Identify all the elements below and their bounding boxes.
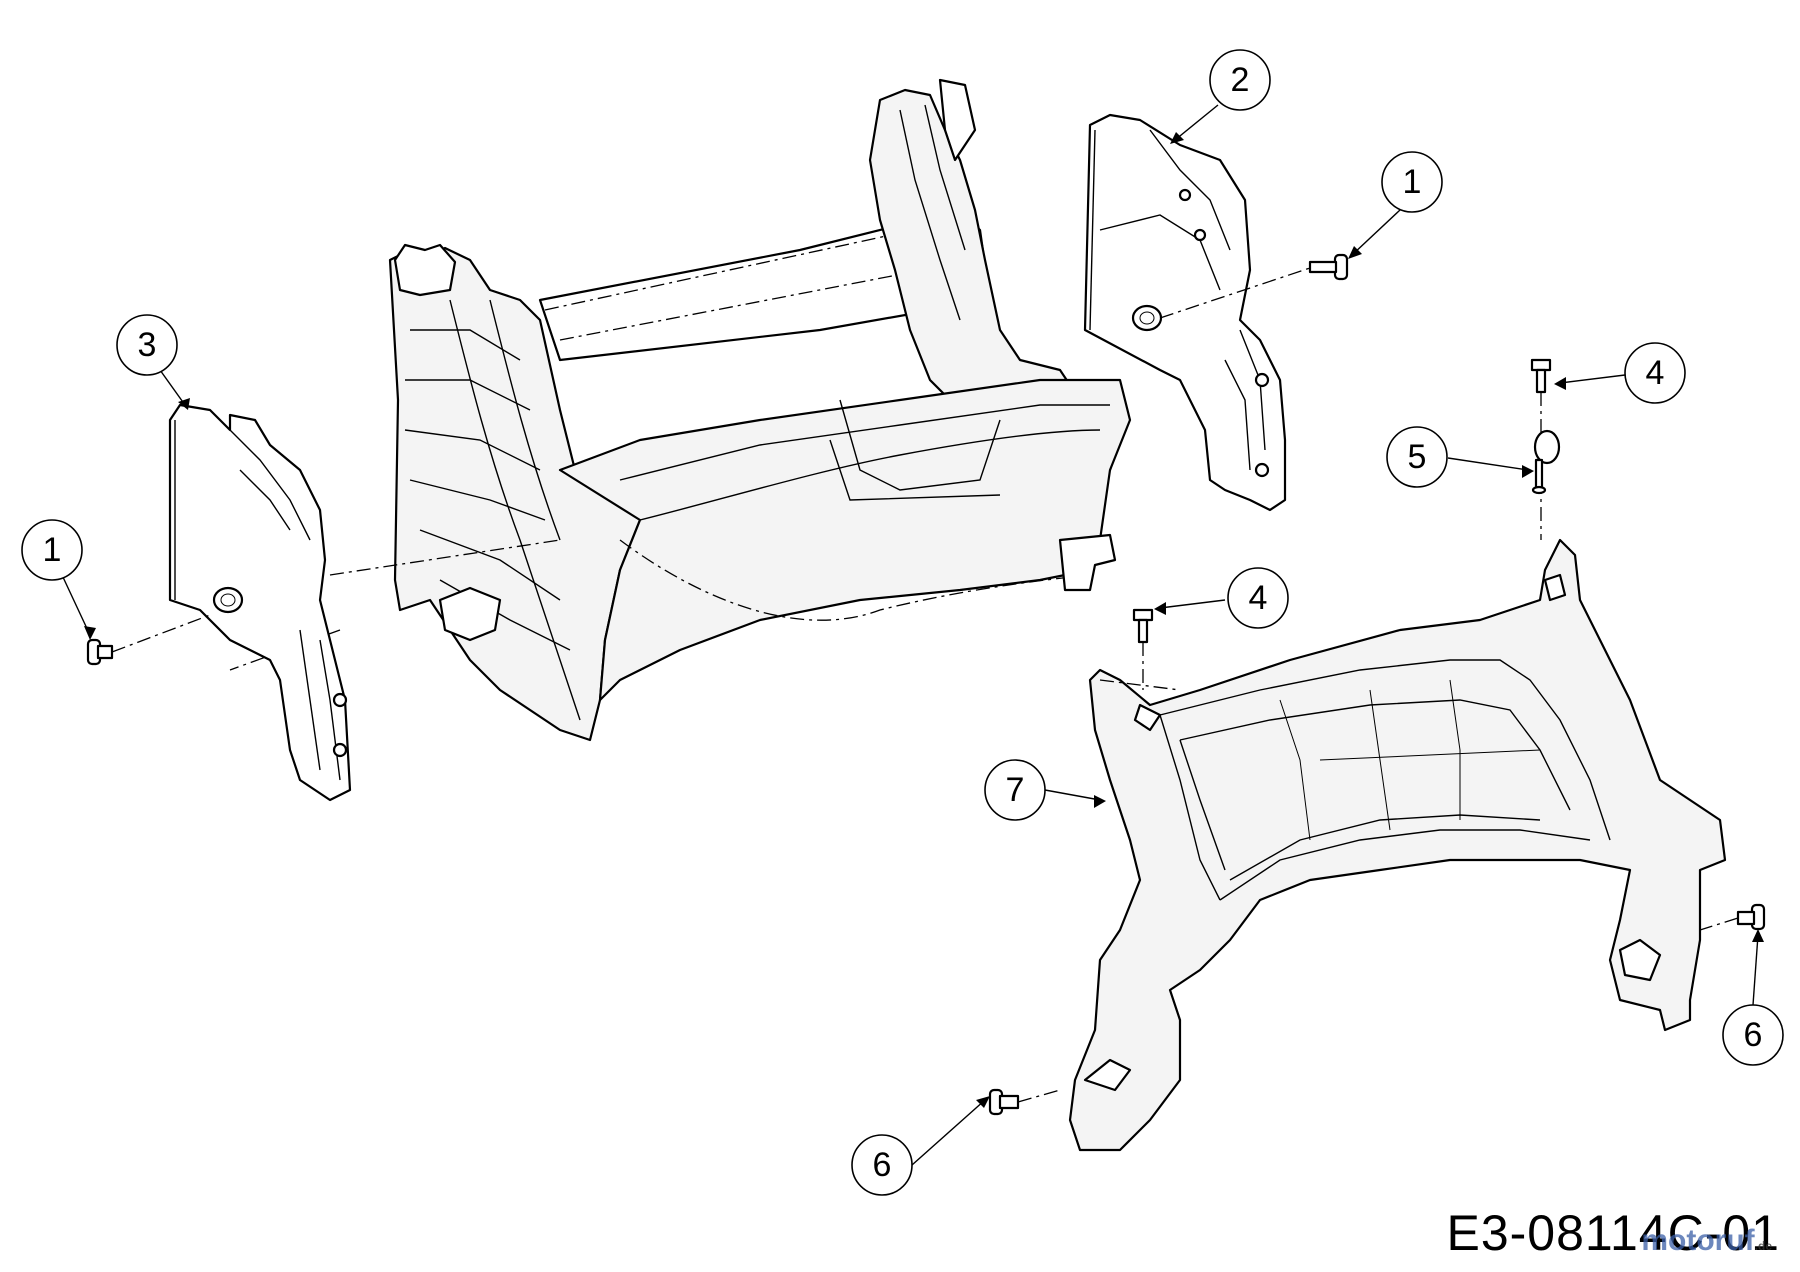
callout-label: 6 [1744,1016,1763,1054]
callout-7: 7 [984,759,1046,821]
pin-5-part [1531,429,1561,495]
callout-label: 4 [1646,354,1665,392]
main-frame-part [229,78,1132,742]
left-side-plate-part [168,403,352,802]
leader-lines [61,104,1764,1166]
screw-6-bottom-part [988,1088,1061,1116]
screw-1-left-part [86,614,211,666]
front-cover-part [1068,538,1727,1152]
watermark-suffix: .de [1754,1239,1772,1253]
watermark-logo: motoruf.de [1641,1224,1772,1258]
callout-label: 5 [1408,438,1427,476]
callout-5: 5 [1386,426,1448,488]
callout-label: 2 [1231,61,1250,99]
callout-label: 1 [1403,163,1422,201]
callout-4-middle: 4 [1227,567,1289,629]
screw-4-middle-part [1132,608,1154,690]
screw-6-right-part [1699,903,1766,931]
callout-label: 6 [873,1146,892,1184]
callout-label: 4 [1249,579,1268,617]
callout-6-right: 6 [1722,1004,1784,1066]
callout-4-upper: 4 [1624,342,1686,404]
callout-2: 2 [1209,49,1271,111]
watermark-brand: motoruf [1641,1224,1755,1257]
screw-1-right-part [1308,253,1349,281]
callout-label: 3 [138,326,157,364]
callout-label: 7 [1006,771,1025,809]
right-side-plate-part [1083,113,1311,512]
callout-6-bottom: 6 [851,1134,913,1196]
callout-3: 3 [116,314,178,376]
callout-1-right: 1 [1381,151,1443,213]
drawing-number: E3-08114C-01 [1446,1205,1780,1261]
callout-label: 1 [43,531,62,569]
callout-1-left: 1 [21,519,83,581]
